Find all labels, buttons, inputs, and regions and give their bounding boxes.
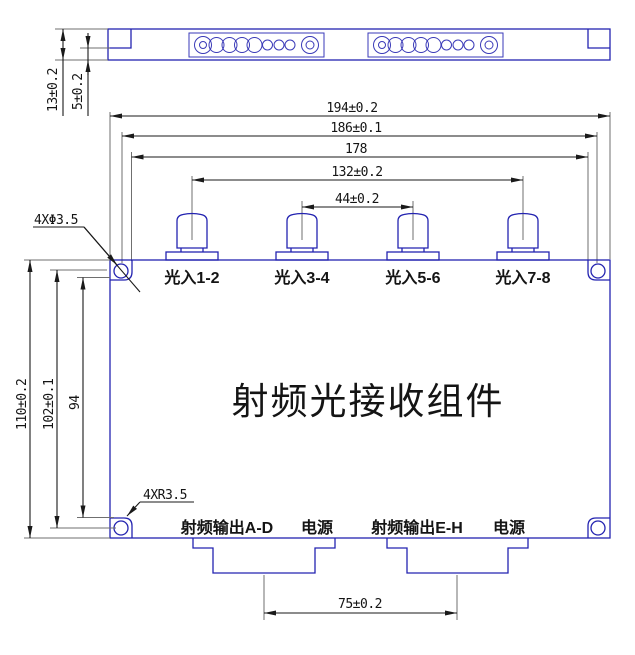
height-dimensions: 110±0.2 102±0.1 94 — [15, 259, 116, 539]
mounting-hole-bl — [113, 520, 129, 536]
mounting-hole-tl — [113, 263, 129, 279]
corner-relief-br — [587, 517, 610, 538]
dim-optical-pitch: 44±0.2 — [335, 192, 379, 207]
connector-group-2 — [367, 32, 504, 58]
bottom-tab-2 — [386, 538, 529, 574]
dim-hole-span-height: 102±0.1 — [42, 379, 57, 430]
bottom-tab-1 — [192, 538, 336, 574]
dim-optical-outer-span: 132±0.2 — [331, 165, 382, 180]
connector-group-1 — [188, 32, 325, 58]
corner-relief-tr — [587, 260, 610, 281]
corner-relief-bl — [110, 517, 133, 538]
strip-left-notch — [108, 29, 132, 49]
port-label-power-1: 电源 — [301, 518, 333, 537]
port-label-power-2: 电源 — [493, 518, 525, 537]
radius-callout: 4XR3.5 — [126, 488, 194, 517]
port-label-rf-ad: 射频输出A-D — [180, 518, 273, 537]
dim-strip-thickness: 13±0.2 — [46, 68, 61, 112]
mounting-hole-tr — [590, 263, 606, 279]
port-label-rf-eh: 射频输出E-H — [370, 518, 463, 537]
dim-pocket-width: 178 — [345, 142, 367, 157]
dim-strip-step: 5±0.2 — [71, 73, 86, 110]
module-title: 射频光接收组件 — [232, 381, 505, 422]
strip-right-notch — [587, 29, 610, 49]
tab-pitch-dimension: 75±0.2 — [263, 575, 458, 620]
optical-label-3: 光入5-6 — [384, 268, 440, 287]
side-view-strip — [107, 28, 611, 61]
width-dimensions: 194±0.2 186±0.1 178 132±0.2 44±0.2 — [109, 101, 611, 263]
mounting-hole-br — [590, 520, 606, 536]
optical-label-4: 光入7-8 — [494, 268, 550, 287]
dim-pocket-height: 94 — [68, 395, 83, 410]
strip-dimensions: 13±0.2 5±0.2 — [46, 28, 110, 116]
hole-callout: 4XΦ3.5 — [33, 213, 141, 293]
optical-label-1: 光入1-2 — [163, 268, 219, 287]
dim-overall-height: 110±0.2 — [15, 379, 30, 430]
optical-label-2: 光入3-4 — [273, 268, 329, 287]
corner-relief-tl — [110, 260, 133, 281]
dim-tab-pitch: 75±0.2 — [338, 597, 382, 612]
plate-outline — [109, 259, 611, 539]
dim-hole-span-width: 186±0.1 — [330, 121, 381, 136]
callout-corner-holes: 4XΦ3.5 — [34, 213, 78, 228]
callout-corner-radius: 4XR3.5 — [143, 488, 187, 503]
dim-overall-width: 194±0.2 — [326, 101, 377, 116]
main-plate-view: 光入1-2 光入3-4 光入5-6 光入7-8 射频光接收组件 射频输出A-D … — [109, 212, 611, 574]
